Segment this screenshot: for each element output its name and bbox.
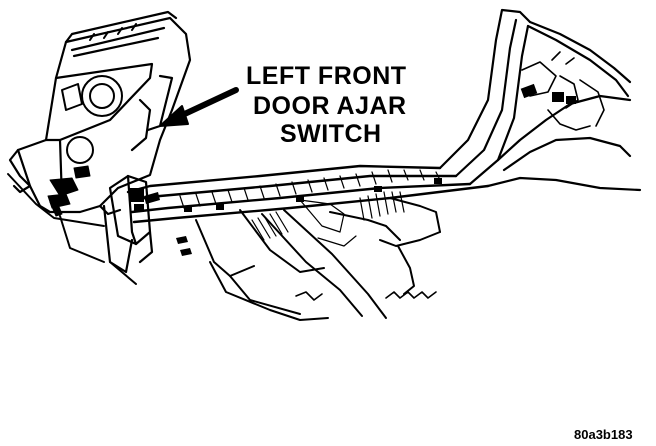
- door-wiring: [47, 165, 91, 217]
- kick-panel: [7, 173, 137, 285]
- floor-clips: [176, 178, 442, 256]
- callout-arrow: [159, 87, 239, 127]
- door-sill: [126, 164, 490, 224]
- front-door: [8, 10, 192, 216]
- hinge-pillar: [102, 174, 154, 274]
- a-pillar: [438, 8, 642, 192]
- callout-label-line-3: SWITCH: [280, 120, 382, 148]
- sill-hatching: [179, 169, 441, 209]
- callout-label-line-1: LEFT FRONT: [246, 62, 407, 90]
- floor-hatching: [251, 191, 405, 247]
- floor-panel: [195, 197, 441, 321]
- floor-wire: [295, 291, 437, 301]
- door-speaker: [61, 23, 137, 164]
- figure-id-label: 80a3b183: [574, 427, 633, 442]
- callout-label-line-2: DOOR AJAR: [253, 92, 407, 120]
- dash-harness-fill: [520, 83, 576, 104]
- door-ajar-switch: [130, 188, 160, 212]
